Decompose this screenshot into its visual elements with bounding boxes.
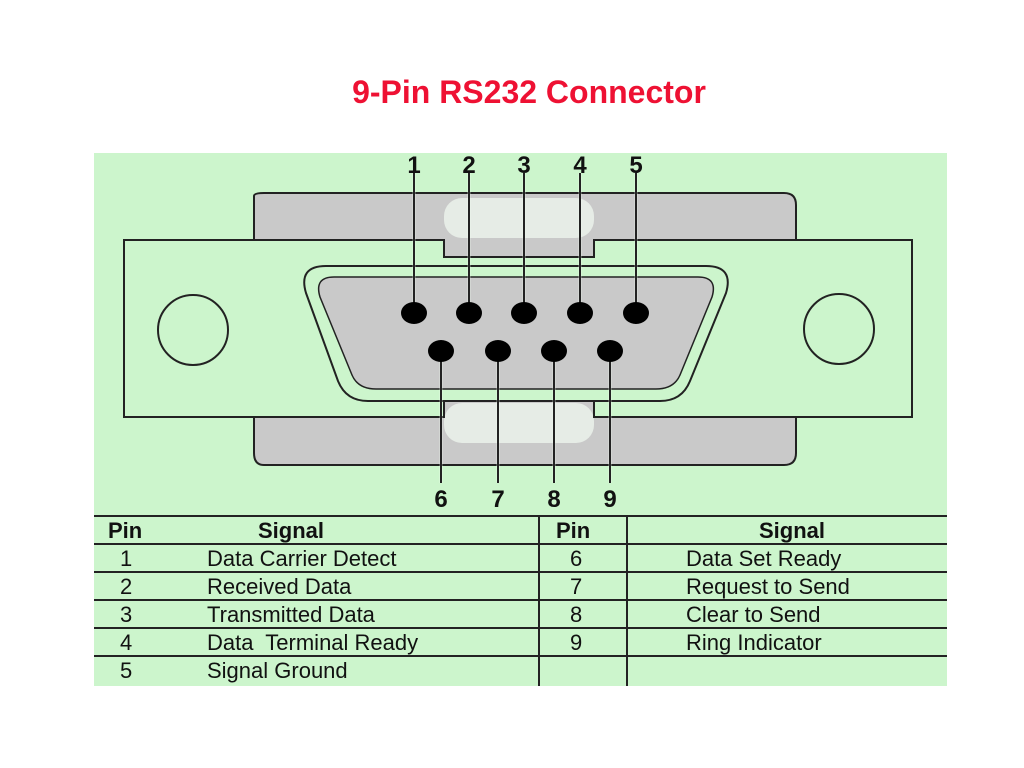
table-rule — [94, 571, 947, 573]
pin-signal-table: Pin Signal Pin Signal 1 Data Carrier Det… — [94, 515, 947, 686]
table-cell-signal: Data Terminal Ready — [207, 630, 419, 655]
table-cell-pin: 3 — [120, 602, 133, 627]
table-cell-signal: Received Data — [207, 574, 352, 599]
table-rule — [94, 655, 947, 657]
shell-highlight-bottom — [444, 403, 594, 443]
table-cell-pin: 1 — [120, 546, 133, 571]
header-pin-left: Pin — [108, 518, 143, 543]
table-rule — [94, 599, 947, 601]
table-rule — [94, 515, 947, 517]
table-divider — [538, 515, 540, 686]
pin-8 — [541, 340, 567, 362]
table-rule — [94, 627, 947, 629]
pin-6 — [428, 340, 454, 362]
table-cell-pin: 8 — [570, 602, 583, 627]
pin-7 — [485, 340, 511, 362]
pin-label-1: 1 — [407, 153, 420, 179]
table-cell-pin: 6 — [570, 546, 583, 571]
header-pin-right: Pin — [556, 518, 591, 543]
table-cell-pin: 7 — [570, 574, 583, 599]
table-cell-signal: Data Carrier Detect — [207, 546, 397, 571]
table-cell-signal: Request to Send — [686, 574, 850, 599]
table-divider — [626, 515, 628, 686]
table-cell-signal: Ring Indicator — [686, 630, 822, 655]
pin-label-3: 3 — [517, 153, 530, 179]
mounting-hole-right — [803, 293, 875, 365]
table-cell-signal: Data Set Ready — [686, 546, 842, 571]
connector-figure: 1 2 3 4 5 6 7 8 9 Pin Signal Pin Signal … — [94, 153, 947, 686]
table-cell-signal: Transmitted Data — [207, 602, 375, 627]
pin-5 — [623, 302, 649, 324]
table-cell-pin: 4 — [120, 630, 133, 655]
pin-label-6: 6 — [434, 486, 447, 513]
table-cell-signal: Clear to Send — [686, 602, 821, 627]
pins — [401, 302, 649, 362]
pin-label-7: 7 — [491, 486, 504, 513]
pin-4 — [567, 302, 593, 324]
pin-1 — [401, 302, 427, 324]
pin-9 — [597, 340, 623, 362]
table-cell-pin: 2 — [120, 574, 133, 599]
pin-label-9: 9 — [603, 486, 616, 513]
header-signal-right: Signal — [759, 518, 826, 543]
d-sub-insulator — [317, 276, 715, 390]
header-signal-left: Signal — [258, 518, 325, 543]
db9-connector-diagram: 1 2 3 4 5 6 7 8 9 — [123, 153, 913, 513]
pin-3 — [511, 302, 537, 324]
mounting-hole-left — [157, 294, 229, 366]
pin-label-4: 4 — [573, 153, 587, 179]
page-title: 9-Pin RS232 Connector — [352, 74, 706, 110]
pin-label-2: 2 — [462, 153, 475, 179]
pin-2 — [456, 302, 482, 324]
shell-highlight-top — [444, 198, 594, 238]
table-cell-pin: 9 — [570, 630, 583, 655]
table-cell-pin: 5 — [120, 658, 133, 683]
table-rule — [94, 543, 947, 545]
pin-label-5: 5 — [629, 153, 642, 179]
pin-label-8: 8 — [547, 486, 560, 513]
pin-leader-lines-dark — [413, 173, 637, 483]
table-cell-signal: Signal Ground — [207, 658, 348, 683]
